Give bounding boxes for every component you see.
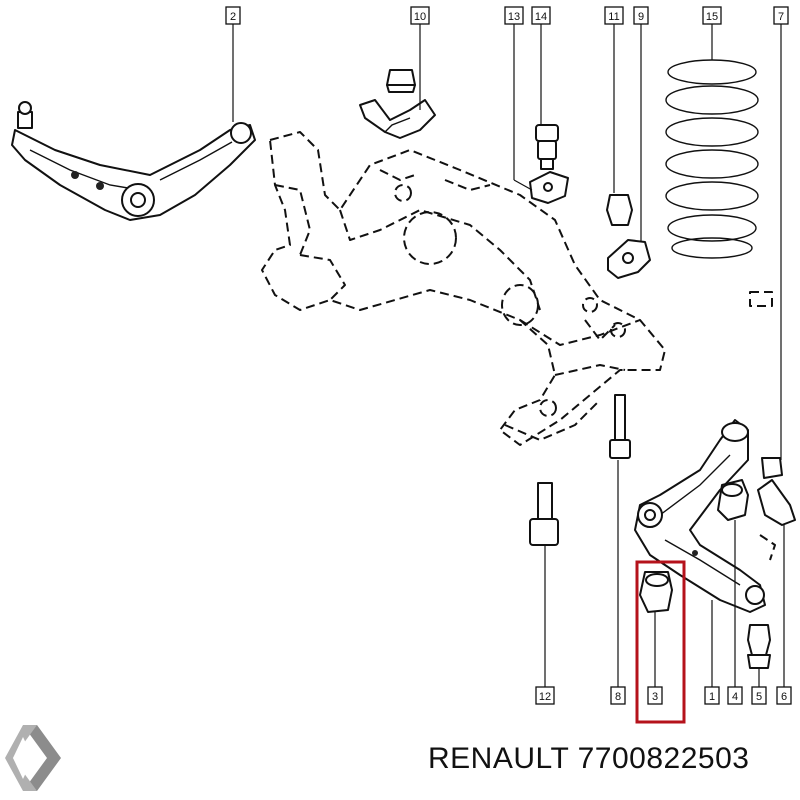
- stud-bushing-14: [535, 124, 559, 170]
- svg-text:5: 5: [756, 691, 762, 703]
- callout-6: 6: [776, 686, 792, 705]
- nut-and-bracket-right: [757, 457, 796, 561]
- svg-text:14: 14: [535, 11, 547, 23]
- callout-5: 5: [751, 686, 767, 705]
- callout-12: 12: [535, 686, 555, 705]
- coil-spring: [665, 59, 773, 307]
- bushing-3: [639, 571, 673, 613]
- subframe: [261, 131, 666, 446]
- highlight-frame-part-3: [635, 560, 686, 724]
- long-bolt-8: [609, 394, 631, 459]
- callout-2: 2: [225, 6, 241, 25]
- svg-text:11: 11: [608, 11, 619, 23]
- callout-9: 9: [633, 6, 649, 25]
- callout-10: 10: [410, 6, 430, 25]
- ball-joint-nut: [747, 624, 771, 669]
- callout-3: 3: [647, 686, 663, 705]
- renault-diamond-icon: [5, 725, 61, 791]
- callout-15: 15: [702, 6, 722, 25]
- bracket-13: [529, 171, 569, 204]
- callout-7: 7: [773, 6, 789, 25]
- svg-text:3: 3: [652, 691, 658, 703]
- callout-14: 14: [531, 6, 551, 25]
- svg-text:1: 1: [709, 691, 715, 703]
- bracket-9: [607, 239, 651, 279]
- bushing-4: [717, 479, 749, 521]
- control-arm-left: [11, 101, 256, 221]
- brand-name: RENAULT: [428, 742, 569, 775]
- svg-text:13: 13: [508, 11, 520, 23]
- svg-text:10: 10: [414, 11, 426, 23]
- part-number: 7700822503: [577, 742, 750, 775]
- bracket-with-nut: [359, 69, 436, 139]
- svg-text:9: 9: [638, 11, 644, 23]
- leader-lines: [232, 24, 785, 687]
- callout-4: 4: [727, 686, 743, 705]
- nut-11: [606, 194, 633, 226]
- part-number-caption: RENAULT 7700822503: [428, 742, 749, 776]
- svg-text:2: 2: [230, 11, 236, 23]
- callout-11: 11: [604, 6, 624, 25]
- svg-text:8: 8: [615, 691, 621, 703]
- callout-1: 1: [704, 686, 720, 705]
- svg-text:12: 12: [539, 691, 551, 703]
- callout-8: 8: [610, 686, 626, 705]
- svg-text:15: 15: [706, 11, 718, 23]
- svg-text:7: 7: [778, 11, 784, 23]
- lower-control-arm: [634, 419, 766, 613]
- bolt-12: [529, 482, 559, 546]
- callout-13: 13: [504, 6, 524, 25]
- svg-text:4: 4: [732, 691, 738, 703]
- svg-text:6: 6: [781, 691, 787, 703]
